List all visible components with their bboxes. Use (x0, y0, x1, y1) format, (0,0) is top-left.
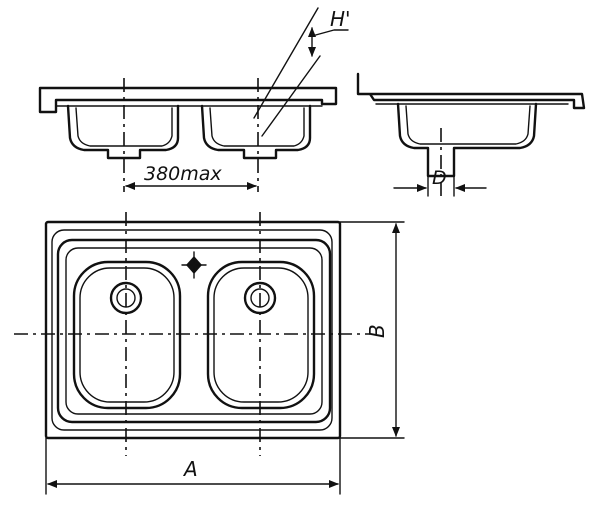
overflow-height-leader (311, 29, 349, 37)
front-right-bowl (200, 104, 312, 160)
plan-outer-rim (44, 220, 342, 440)
width-label: A (182, 457, 198, 481)
overflow-height-line-1 (253, 7, 319, 119)
plan-right-bowl-inner (213, 267, 309, 403)
plan-left-bowl-inner (79, 267, 175, 403)
front-rim-outline (38, 86, 338, 114)
plan-right-bowl (206, 260, 316, 410)
tap-hole-cross (181, 251, 207, 279)
plan-rim-inner (51, 229, 333, 431)
front-right-bowl-inner (209, 107, 305, 147)
bowl-spacing-label: 380max (144, 163, 222, 185)
side-rim-outline (356, 72, 586, 110)
overflow-height-line-2 (261, 55, 321, 137)
drain-diameter-label: D (432, 167, 447, 189)
plan-view: B A (14, 212, 405, 495)
plan-left-bowl (72, 260, 182, 410)
overflow-height-label: H' (330, 7, 351, 31)
plan-deck-inner (65, 247, 323, 415)
depth-label: B (365, 324, 389, 338)
side-bowl-inner (405, 105, 531, 145)
side-elevation-view: D (356, 72, 586, 197)
front-elevation-view: H' 380max (38, 7, 351, 192)
plan-deck (56, 238, 332, 424)
front-left-bowl-inner (75, 107, 173, 147)
side-bowl (396, 102, 538, 178)
front-left-bowl (66, 104, 180, 160)
